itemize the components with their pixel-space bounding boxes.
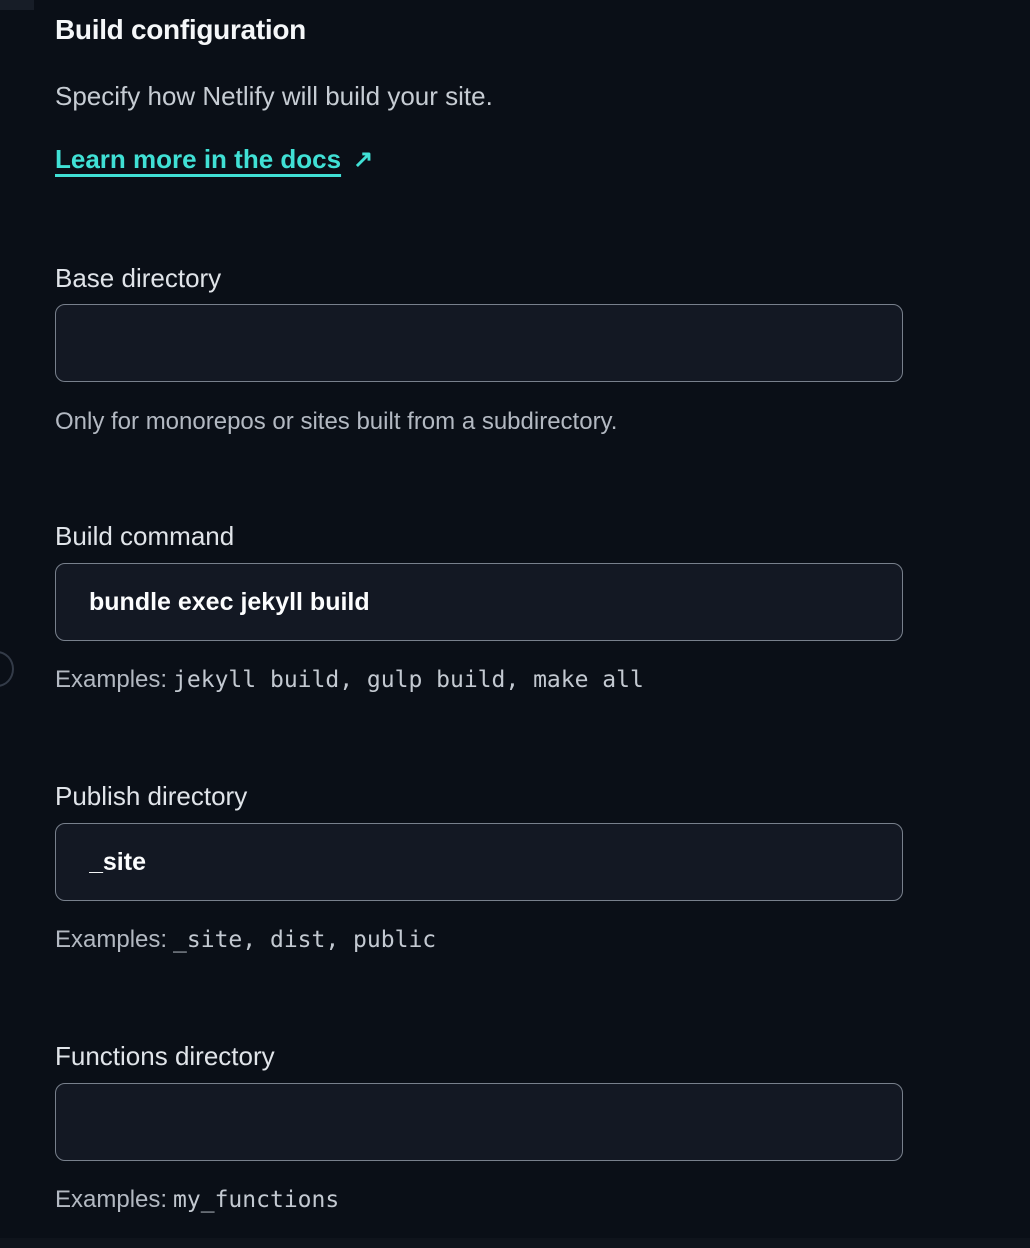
base-directory-help: Only for monorepos or sites built from a…	[55, 408, 623, 436]
help-code: jekyll build, gulp build, make all	[173, 667, 644, 693]
help-text: Examples:	[55, 666, 168, 693]
help-code: my_functions	[173, 1187, 340, 1213]
page-title: Build configuration	[55, 14, 306, 45]
help-text: Only for monorepos or sites built from a…	[55, 408, 618, 435]
base-directory-label: Base directory	[55, 263, 222, 293]
functions-directory-label: Functions directory	[55, 1041, 275, 1071]
clipped-edge-icon	[0, 651, 14, 687]
page-description: Specify how Netlify will build your site…	[55, 81, 493, 111]
base-directory-input[interactable]	[55, 304, 903, 382]
publish-directory-label: Publish directory	[55, 781, 248, 811]
build-command-label: Build command	[55, 521, 235, 551]
publish-directory-input[interactable]	[55, 823, 903, 901]
external-link-icon: ↗	[353, 146, 374, 173]
publish-directory-help: Examples:_site, dist, public	[55, 926, 436, 954]
clipped-bottom-section	[0, 1238, 1030, 1248]
build-command-help: Examples:jekyll build, gulp build, make …	[55, 666, 644, 694]
build-command-input[interactable]	[55, 563, 903, 641]
docs-link[interactable]: Learn more in the docs ↗	[55, 144, 373, 175]
clipped-corner-artifact	[0, 0, 34, 10]
help-text: Examples:	[55, 926, 168, 953]
help-text: Examples:	[55, 1186, 168, 1213]
help-code: _site, dist, public	[173, 927, 437, 953]
functions-directory-help: Examples:my_functions	[55, 1186, 339, 1214]
functions-directory-input[interactable]	[55, 1083, 903, 1161]
docs-link-label: Learn more in the docs	[55, 144, 342, 174]
